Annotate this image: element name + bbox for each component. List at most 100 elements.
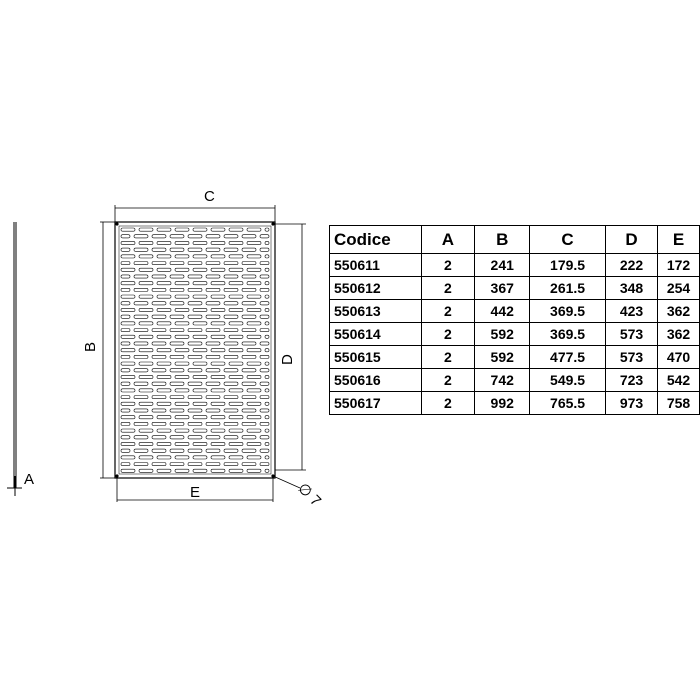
cell-a: 2 — [420, 276, 476, 300]
slot-hole — [246, 294, 262, 299]
slot-hole — [192, 401, 208, 406]
slot-hole — [192, 415, 208, 420]
slot-hole — [133, 435, 149, 440]
slot-hole — [120, 468, 136, 473]
slot-hole — [241, 261, 257, 266]
slot-hole — [156, 415, 172, 420]
cell-a: 2 — [420, 322, 476, 346]
slot-hole — [259, 287, 270, 292]
slot-hole — [259, 354, 270, 359]
slot-hole — [228, 375, 244, 379]
slot-hole — [120, 415, 136, 420]
slot-hole — [187, 341, 203, 346]
slot-hole — [174, 321, 190, 326]
slot-hole — [205, 341, 221, 346]
slot-hole — [259, 261, 270, 266]
slot-hole — [133, 354, 149, 359]
slot-hole — [133, 301, 149, 306]
slot-hole — [151, 381, 167, 386]
slot-hole — [156, 375, 172, 379]
slot-hole — [246, 361, 262, 366]
slot-hole — [174, 468, 190, 473]
cell-a: 2 — [420, 368, 476, 392]
cell-a: 2 — [420, 253, 476, 277]
slot-hole — [174, 388, 190, 393]
slot-hole — [246, 348, 262, 353]
slot-hole — [228, 281, 244, 286]
slot-hole — [120, 348, 136, 353]
slot-hole — [241, 287, 257, 292]
slot-hole — [259, 314, 270, 319]
slot-hole — [241, 354, 257, 359]
slot-hole — [192, 361, 208, 366]
slot-hole — [138, 254, 154, 259]
slot-hole — [192, 375, 208, 379]
slot-hole — [169, 287, 185, 292]
slot-hole — [192, 388, 208, 393]
slot-hole — [223, 368, 239, 373]
slot-hole — [187, 247, 203, 252]
slot-hole — [169, 381, 185, 386]
slot-hole — [264, 428, 270, 433]
cell-e: 758 — [657, 391, 700, 415]
slot-hole — [169, 247, 185, 252]
table-row: 550615 2 592 477.5 573 470 — [329, 345, 700, 369]
slot-hole — [169, 395, 185, 400]
slot-hole — [138, 455, 154, 460]
slot-hole — [138, 308, 154, 312]
slot-hole — [133, 395, 149, 400]
slot-hole — [138, 401, 154, 406]
slot-hole — [133, 328, 149, 333]
slot-hole — [156, 294, 172, 299]
slot-hole — [246, 415, 262, 420]
panel — [114, 221, 276, 479]
slot-hole — [156, 442, 172, 446]
slot-hole — [210, 241, 226, 245]
label-a: A — [24, 471, 34, 488]
slot-hole — [138, 348, 154, 353]
slot-hole — [120, 428, 136, 433]
slot-hole — [133, 287, 149, 292]
slot-hole — [187, 448, 203, 453]
slot-hole — [156, 428, 172, 433]
slot-hole — [259, 448, 270, 453]
slot-hole — [264, 294, 270, 299]
slot-hole — [228, 294, 244, 299]
slot-hole — [259, 462, 270, 467]
slot-hole — [228, 321, 244, 326]
slot-hole — [156, 348, 172, 353]
slot-hole — [120, 455, 136, 460]
slot-hole — [120, 401, 136, 406]
slot-hole — [120, 267, 136, 272]
slot-hole — [120, 421, 131, 426]
slot-hole — [120, 301, 131, 306]
slot-hole — [259, 368, 270, 373]
slot-hole — [192, 254, 208, 259]
slot-hole — [223, 462, 239, 467]
slot-hole — [241, 395, 257, 400]
slot-hole — [187, 328, 203, 333]
slot-hole — [187, 381, 203, 386]
slot-hole — [133, 234, 149, 239]
slot-hole — [259, 234, 270, 239]
slot-hole — [228, 455, 244, 460]
slot-hole — [246, 334, 262, 339]
slot-hole — [223, 408, 239, 413]
cell-c: 261.5 — [529, 276, 606, 300]
cell-d: 573 — [604, 345, 659, 369]
slot-hole — [187, 314, 203, 319]
slot-hole — [187, 354, 203, 359]
slot-hole — [259, 328, 270, 333]
slot-hole — [169, 435, 185, 440]
slot-hole — [210, 348, 226, 353]
slot-hole — [241, 328, 257, 333]
spec-table: Codice A B C D E 550611 2 241 179.5 222 … — [329, 225, 700, 415]
slot-hole — [210, 401, 226, 406]
slot-hole — [120, 442, 136, 446]
slot-hole — [264, 442, 270, 446]
slot-hole — [151, 462, 167, 467]
slot-hole — [246, 455, 262, 460]
slot-hole — [169, 448, 185, 453]
slot-hole — [210, 308, 226, 312]
slot-hole — [246, 241, 262, 245]
